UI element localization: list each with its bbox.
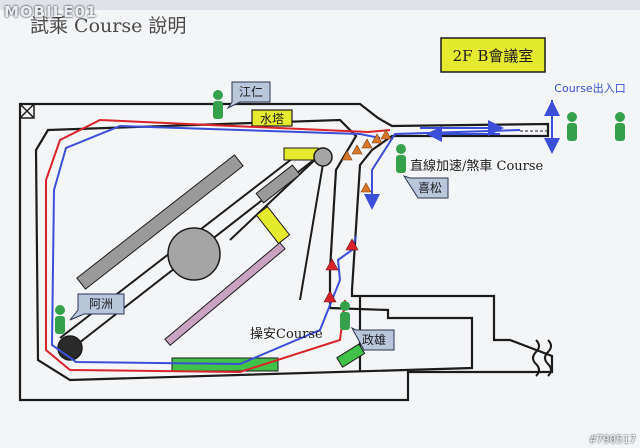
wavy-mark-right <box>544 339 552 377</box>
cone <box>325 258 339 271</box>
callout-a-zhou: 阿洲 <box>69 293 125 321</box>
entry-label: Course出入口 <box>554 81 625 95</box>
cone <box>361 138 373 149</box>
wavy-mark-left <box>532 339 540 377</box>
meeting-room-box <box>440 37 546 73</box>
callout-xi-song-label: 喜松 <box>418 181 442 195</box>
water-tower-label: 水塔 <box>260 112 284 126</box>
callout-jiang-ren-label: 江仁 <box>239 85 263 99</box>
water-tower-box <box>251 109 293 127</box>
green-bar-small <box>336 343 366 368</box>
round-pillar <box>167 227 221 281</box>
slide-top-band <box>0 0 640 10</box>
cone <box>371 133 383 144</box>
cone <box>360 182 372 193</box>
cone <box>341 150 353 161</box>
corner-marker <box>19 103 35 119</box>
cone <box>351 144 363 155</box>
handling-course-label: 操安Course <box>250 326 323 342</box>
staff-figure-a-zhou <box>55 305 65 334</box>
orange-cones <box>341 129 392 193</box>
red-course-path <box>45 118 391 374</box>
cone <box>345 238 359 251</box>
callout-xi-song: 喜松 <box>402 175 449 199</box>
blue-course-path <box>50 124 381 366</box>
gray-block-long <box>76 154 244 290</box>
staff-figure-entry-2 <box>615 112 625 141</box>
staff-figure-jiang-ren <box>213 90 223 119</box>
hatched-ramp <box>164 242 286 346</box>
slide-title: 試乘 Course 說明 <box>30 15 186 37</box>
yellow-block-small <box>283 147 319 161</box>
entry-label-bg <box>548 80 632 96</box>
small-pillar <box>313 147 333 167</box>
straight-course-label: 直線加速/煞車 Course <box>410 158 544 174</box>
mobile01-logo: MOBILE01 <box>4 3 98 21</box>
photo-id-watermark: #790517 <box>589 433 636 446</box>
callout-zheng-xiong: 政雄 <box>350 326 395 351</box>
meeting-room-label: 2F B會議室 <box>453 47 534 65</box>
gray-block-short <box>255 164 301 204</box>
staff-figure-entry-1 <box>567 112 577 141</box>
staff-figure-xi-song <box>396 144 406 173</box>
cone <box>323 290 337 303</box>
cone <box>380 129 392 140</box>
red-cones <box>323 238 359 303</box>
staff-figure-zheng-xiong <box>340 301 350 330</box>
callout-zheng-xiong-label: 政雄 <box>362 332 386 347</box>
yellow-block-diagonal <box>255 205 291 245</box>
callout-a-zhou-label: 阿洲 <box>89 297 113 311</box>
dark-pillar <box>57 335 83 361</box>
callout-jiang-ren: 江仁 <box>226 81 271 110</box>
